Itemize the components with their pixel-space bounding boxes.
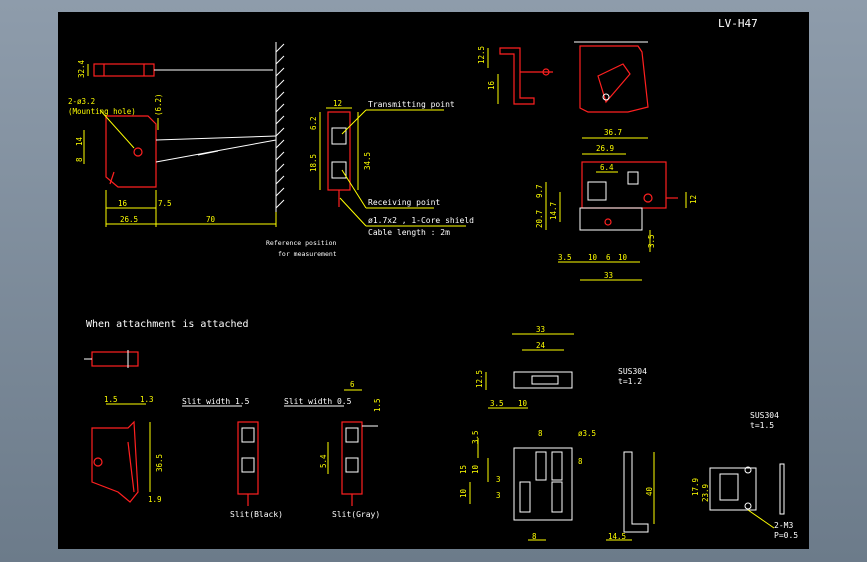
br-dim-40: 40 — [645, 486, 654, 496]
reference-position-label: Reference position — [266, 239, 337, 247]
att-dim-36-5: 36.5 — [155, 454, 164, 472]
drawing-canvas[interactable]: .y { stroke:#ffff00; fill:none; stroke-w… — [58, 12, 809, 549]
br-dim-3b: 3 — [496, 491, 501, 500]
thread-spec: 2-M3 — [774, 521, 793, 530]
tr-dim-36-7: 36.7 — [604, 128, 622, 137]
dim-26-5: 26.5 — [120, 215, 138, 224]
dim-12: 12 — [333, 99, 342, 108]
mounting-hole-label: 2-ø3.2 — [68, 97, 95, 106]
att-dim-1-9: 1.9 — [148, 495, 162, 504]
att-dim-5-4: 5.4 — [319, 454, 328, 468]
tr-dim-12-5: 12.5 — [477, 46, 486, 64]
dim-6-2-paren: (6.2) — [154, 93, 163, 116]
br-dim-23-9: 23.9 — [701, 484, 710, 502]
thickness-1: t=1.2 — [618, 377, 642, 386]
cable-length-label: Cable length : 2m — [368, 228, 450, 237]
dim-8: 8 — [75, 157, 84, 162]
dim-18-5: 18.5 — [309, 154, 318, 172]
tr-dim-3-5-left: 3.5 — [558, 253, 572, 262]
slit-gray-width: Slit width 0.5 — [284, 397, 352, 406]
att-dim-1-3: 1.3 — [140, 395, 154, 404]
br-dim-17-9: 17.9 — [691, 478, 700, 496]
receiving-point-label: Receiving point — [368, 198, 440, 207]
dim-7-5: 7.5 — [158, 199, 172, 208]
tr-dim-10a: 10 — [588, 253, 598, 262]
dim-34-5: 34.5 — [363, 152, 372, 170]
front-view: 12 6.2 18.5 34.5 Transmitting point Rece… — [309, 99, 474, 237]
br-dim-10: 10 — [518, 399, 528, 408]
br-dim-3: 3 — [496, 475, 501, 484]
br-dim-8c: 8 — [532, 532, 537, 541]
tr-dim-6: 6 — [606, 253, 611, 262]
material-2: SUS304 — [750, 411, 779, 420]
cable-spec-label: ø1.7x2 , 1-Core shield — [368, 216, 474, 225]
dim-32-4: 32.4 — [77, 59, 86, 78]
slit-black-width: Slit width 1.5 — [182, 397, 250, 406]
br-dim-3-5: 3.5 — [490, 399, 504, 408]
br-dim-33: 33 — [536, 325, 545, 334]
side-view: 32.4 2-ø3.2 (Mounting hole) (6.2) 14 8 — [68, 42, 337, 258]
attachment-views: 1.5 1.3 36.5 1.9 Slit width 1.5 Slit(Bla… — [84, 350, 382, 519]
bracket-views: 33 24 12.5 3.5 10 SUS304 t=1.2 3.5 8 ø3.… — [459, 325, 798, 541]
tr-dim-20-7: 20.7 — [535, 210, 544, 228]
slit-black-label: Slit(Black) — [230, 510, 283, 519]
tr-dim-33: 33 — [604, 271, 613, 280]
dim-70: 70 — [206, 215, 216, 224]
tr-dim-14-7: 14.7 — [549, 202, 558, 220]
material-1: SUS304 — [618, 367, 647, 376]
attachment-heading: When attachment is attached — [86, 319, 249, 330]
br-dim-12-5: 12.5 — [475, 370, 484, 388]
br-dim-14-5: 14.5 — [608, 532, 626, 541]
br-dim-24: 24 — [536, 341, 546, 350]
slit-gray-label: Slit(Gray) — [332, 510, 380, 519]
dim-6-2: 6.2 — [309, 116, 318, 130]
cad-drawing: .y { stroke:#ffff00; fill:none; stroke-w… — [68, 17, 798, 541]
drawing-title: LV-H47 — [718, 17, 758, 30]
tr-dim-9-7: 9.7 — [535, 184, 544, 198]
reference-position-label-2: for measurement — [278, 250, 337, 258]
dim-14: 14 — [75, 136, 84, 146]
tr-dim-16: 16 — [487, 80, 496, 90]
att-dim-1-5: 1.5 — [104, 395, 118, 404]
transmitting-point-label: Transmitting point — [368, 100, 455, 109]
dim-16: 16 — [118, 199, 128, 208]
br-dim-10b: 10 — [471, 464, 480, 474]
thickness-2: t=1.5 — [750, 421, 774, 430]
br-dim-8b: 8 — [578, 457, 583, 466]
br-dim-15: 15 — [459, 465, 468, 474]
tr-dim-6-4: 6.4 — [600, 163, 614, 172]
att-dim-6: 6 — [350, 380, 355, 389]
tr-dim-3-5-right: 3.5 — [647, 234, 656, 248]
br-hole-dia: ø3.5 — [578, 429, 596, 438]
tr-dim-26-9: 26.9 — [596, 144, 614, 153]
tr-dim-10b: 10 — [618, 253, 628, 262]
br-dim-3-5b: 3.5 — [471, 430, 480, 444]
top-right-views: 12.5 16 36.7 26.9 6.4 9.7 20.7 14.7 12 3… — [477, 41, 698, 281]
att-dim-1-5b: 1.5 — [373, 398, 382, 412]
br-dim-8: 8 — [538, 429, 543, 438]
pitch-spec: P=0.5 — [774, 531, 798, 540]
br-dim-10c: 10 — [459, 488, 468, 498]
tr-dim-12: 12 — [689, 195, 698, 204]
